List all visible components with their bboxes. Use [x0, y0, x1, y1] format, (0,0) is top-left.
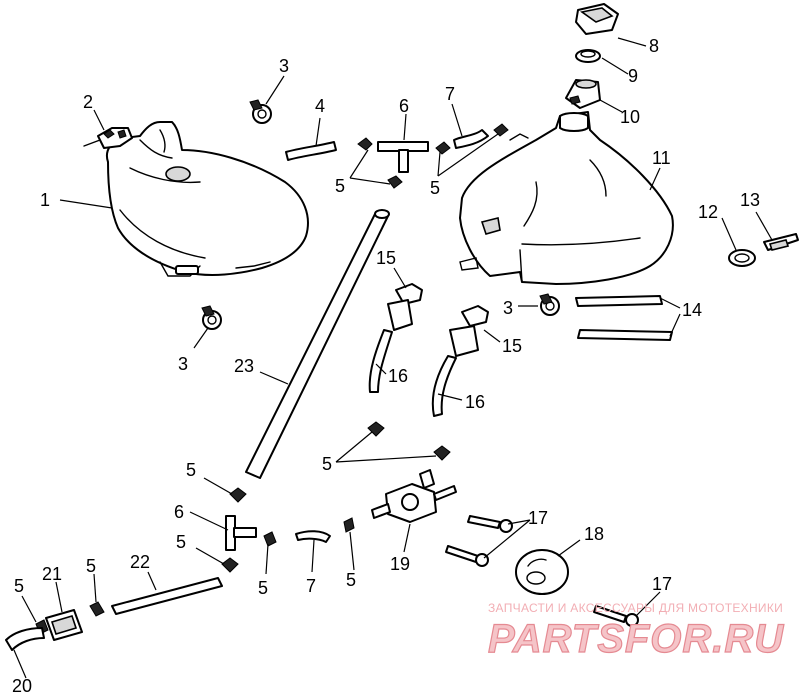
right-fuel-tank	[459, 111, 674, 285]
clamp-bottom-a	[229, 487, 247, 503]
callout-5: 5	[186, 460, 196, 480]
bolt-washer-left	[201, 305, 222, 330]
callout-18: 18	[584, 524, 604, 544]
clip-ring	[728, 249, 756, 267]
callout-16: 16	[465, 392, 485, 412]
hose-20	[5, 627, 45, 651]
callout-1: 1	[40, 190, 50, 210]
callout-13: 13	[740, 190, 760, 210]
tank-cap-fitting	[83, 127, 133, 149]
callout-7: 7	[445, 84, 455, 104]
callout-5: 5	[322, 454, 332, 474]
small-hose-bottom	[295, 530, 331, 543]
callout-3: 3	[178, 354, 188, 374]
callout-5: 5	[430, 178, 440, 198]
callout-5: 5	[86, 556, 96, 576]
small-hose-top	[453, 129, 489, 149]
callout-3: 3	[503, 298, 513, 318]
callout-12: 12	[698, 202, 718, 222]
callout-17: 17	[652, 574, 672, 594]
screw-lower	[445, 545, 489, 567]
cover-disk	[515, 549, 569, 595]
callout-15: 15	[376, 248, 396, 268]
fuel-filter	[45, 609, 83, 641]
t-joint-bottom	[225, 515, 257, 551]
hose-clamp-middle	[367, 421, 451, 461]
callout-14: 14	[682, 300, 702, 320]
hose-clamp	[357, 123, 509, 189]
callout-22: 22	[130, 552, 150, 572]
bolt-washer-right	[539, 293, 560, 316]
fuel-valve	[371, 469, 457, 523]
leader-lines	[13, 37, 773, 679]
short-hose	[285, 141, 337, 161]
callout-5: 5	[176, 532, 186, 552]
callout-15: 15	[502, 336, 522, 356]
left-fuel-tank	[106, 121, 309, 277]
callout-10: 10	[620, 107, 640, 127]
bolt-washer-top	[249, 99, 272, 124]
watermark: ЗАПЧАСТИ И АКСЕССУАРЫ ДЛЯ МОТОТЕХНИКИ PA…	[487, 601, 784, 662]
callout-9: 9	[628, 66, 638, 86]
clamp-bottom-d	[343, 517, 355, 533]
filler-neck	[565, 79, 601, 109]
callout-5: 5	[14, 576, 24, 596]
long-fuel-line	[245, 209, 390, 479]
callout-numbers: 1 2 3 3 3 4 5 5 5 5 5 5 5 5 5 6 6 7 7 8 …	[12, 36, 760, 695]
seal-ring	[575, 49, 601, 63]
callout-8: 8	[649, 36, 659, 56]
callout-6: 6	[174, 502, 184, 522]
clamp-bottom-b	[221, 557, 239, 573]
callout-11: 11	[652, 148, 671, 168]
callout-5: 5	[258, 578, 268, 598]
rubber-pads	[575, 295, 673, 341]
callout-20: 20	[12, 676, 32, 695]
screw-upper	[467, 515, 513, 533]
t-joint-top	[377, 141, 429, 173]
watermark-brand: PARTSFOR.RU	[488, 617, 784, 661]
callout-6: 6	[399, 96, 409, 116]
callout-21: 21	[42, 564, 62, 584]
callout-5: 5	[335, 176, 345, 196]
clamp-bottom-c	[263, 531, 277, 547]
callout-4: 4	[315, 96, 325, 116]
callout-7: 7	[306, 576, 316, 596]
clamp-bottom-e	[89, 601, 105, 617]
callout-16: 16	[388, 366, 408, 386]
callout-3: 3	[279, 56, 289, 76]
callout-23: 23	[234, 356, 254, 376]
filler-cap	[575, 3, 619, 35]
callout-2: 2	[83, 92, 93, 112]
fuel-pickup-left	[368, 283, 423, 393]
callout-19: 19	[390, 554, 410, 574]
callout-5: 5	[346, 570, 356, 590]
screw-right	[593, 605, 639, 627]
fuel-line-22	[111, 577, 223, 615]
fuel-pickup-right	[431, 305, 489, 417]
callout-17: 17	[528, 508, 548, 528]
strap-bracket	[763, 233, 799, 251]
watermark-tagline: ЗАПЧАСТИ И АКСЕССУАРЫ ДЛЯ МОТОТЕХНИКИ	[488, 601, 783, 615]
